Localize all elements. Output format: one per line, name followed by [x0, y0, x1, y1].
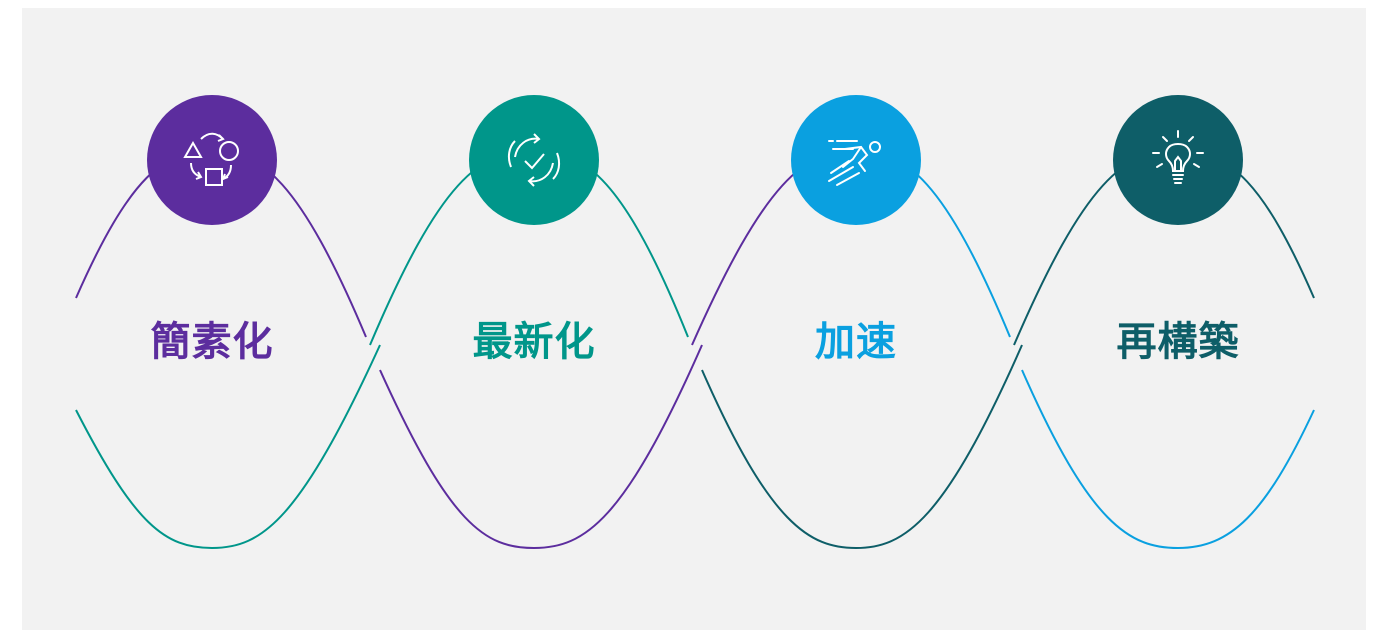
shapes-cycle-icon	[183, 132, 239, 186]
stage-2-badge	[469, 95, 599, 225]
stage-3-badge	[791, 95, 921, 225]
stage-2-label: 最新化	[472, 319, 596, 365]
runner-icon	[828, 140, 881, 186]
stage-4-label: 再構築	[1116, 319, 1240, 365]
wave-bottom-1	[75, 344, 381, 550]
refresh-check-icon	[507, 133, 561, 187]
stage-1-label: 簡素化	[150, 319, 274, 365]
wave-bottom-4	[1021, 369, 1315, 550]
stage-4-badge	[1113, 95, 1243, 225]
stage-1-badge	[147, 95, 277, 225]
wave-bottom-3	[701, 344, 1023, 550]
stage-3-label: 加速	[815, 319, 897, 365]
wave-bottom-2	[379, 344, 703, 550]
lightbulb-icon	[1152, 130, 1204, 184]
